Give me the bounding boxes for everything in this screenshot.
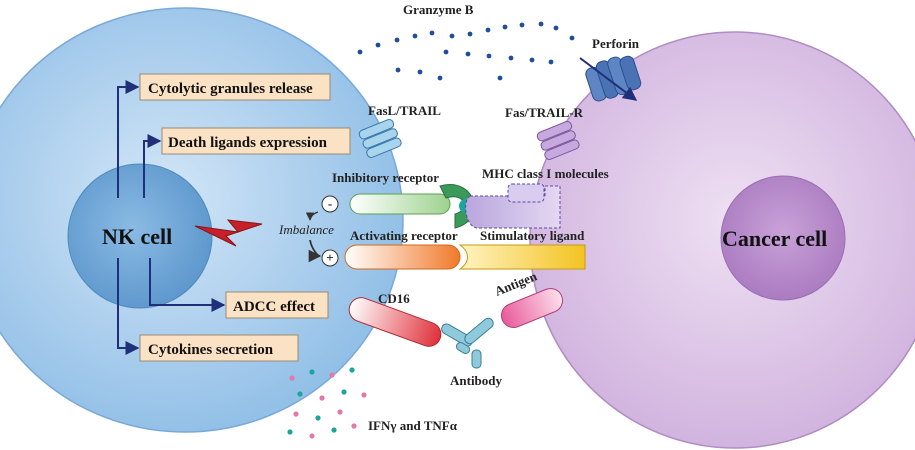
lightning-bolt-icon <box>194 219 263 247</box>
granzyme-b-label: Granzyme B <box>403 2 474 17</box>
fas-trail-r-label: Fas/TRAIL-R <box>505 105 584 120</box>
imbalance-arrow-up <box>305 211 319 221</box>
granzyme-dot <box>437 75 443 81</box>
antibody-label: Antibody <box>450 373 503 388</box>
granzyme-dot <box>502 24 508 30</box>
fasl-trail-label: FasL/TRAIL <box>368 103 441 118</box>
imbalance-arrow-down <box>308 239 322 263</box>
cytokines-label: Cytokines secretion <box>148 342 274 358</box>
granzyme-dot <box>497 75 503 81</box>
antigen-shape <box>500 288 564 328</box>
inhibitory-receptor-shape <box>349 193 451 215</box>
granzyme-dot <box>394 37 400 43</box>
granzyme-dot <box>429 30 435 36</box>
granzyme-dot <box>519 22 525 28</box>
function-box-cytolytic: Cytolytic granules release <box>139 73 331 101</box>
plus-sign: + <box>321 249 339 267</box>
granzyme-dot <box>357 49 363 55</box>
granzyme-dot <box>485 27 491 33</box>
granzyme-dot <box>449 33 455 39</box>
nk-cell-label: NK cell <box>102 224 172 249</box>
cd16-receptor-shape <box>348 297 442 347</box>
granzyme-b-dots <box>357 21 575 81</box>
cytokine-dot <box>289 375 295 381</box>
antigen-label: Antigen <box>493 268 540 299</box>
cytokine-dot <box>349 367 355 373</box>
granzyme-dot <box>548 59 554 65</box>
cytokine-dot <box>361 392 367 398</box>
cytokine-dots <box>287 367 367 439</box>
cytokine-dot <box>331 427 337 433</box>
granzyme-dot <box>417 69 423 75</box>
svg-text:+: + <box>326 250 333 265</box>
granzyme-dot <box>395 67 401 73</box>
cytokine-dot <box>329 372 335 378</box>
stimulatory-ligand-label: Stimulatory ligand <box>480 228 585 243</box>
cancer-cell-nucleus <box>720 175 846 301</box>
fasl-trail-icon <box>358 118 402 158</box>
minus-sign: - <box>321 195 339 213</box>
granzyme-dot <box>529 57 535 63</box>
cytokine-dot <box>309 433 315 439</box>
inhibitory-receptor-cup <box>439 184 475 229</box>
stimulatory-ligand-shape <box>458 244 586 270</box>
function-box-cytokines: Cytokines secretion <box>139 334 299 362</box>
granzyme-dot <box>508 55 514 61</box>
granzyme-dot <box>465 51 471 57</box>
activating-receptor-label: Activating receptor <box>350 228 458 243</box>
nk-cell-nucleus <box>67 163 213 309</box>
perforin-label: Perforin <box>592 36 640 51</box>
granzyme-dot <box>375 42 381 48</box>
cytokine-dot <box>287 429 293 435</box>
inhibitory-receptor-label: Inhibitory receptor <box>332 170 439 185</box>
granzyme-dot <box>467 31 473 37</box>
cytokine-dot <box>297 391 303 397</box>
ifn-tnf-label: IFNγ and TNFα <box>368 418 458 433</box>
mhc-class-i-label: MHC class I molecules <box>482 166 609 181</box>
cancer-cell-label: Cancer cell <box>722 226 827 251</box>
cytokine-dot <box>293 411 299 417</box>
cytokine-dot <box>315 415 321 421</box>
function-box-death-ligands: Death ligands expression <box>161 127 351 155</box>
perforin-arrow <box>579 57 638 101</box>
fas-trail-r-icon <box>536 120 580 160</box>
granzyme-dot <box>412 33 418 39</box>
granzyme-dot <box>538 21 544 27</box>
function-arrows <box>117 80 226 355</box>
cytokine-dot <box>351 423 357 429</box>
antibody-icon <box>441 317 494 369</box>
function-box-adcc: ADCC effect <box>225 291 329 319</box>
cytokine-dot <box>341 389 347 395</box>
imbalance-label: Imbalance <box>278 222 334 237</box>
cytokine-dot <box>309 369 315 375</box>
svg-text:-: - <box>328 196 332 211</box>
death-ligands-label: Death ligands expression <box>168 135 328 151</box>
cd16-label: CD16 <box>378 291 410 306</box>
granzyme-dot <box>443 49 449 55</box>
cytolytic-label: Cytolytic granules release <box>148 81 313 97</box>
adcc-label: ADCC effect <box>233 299 315 315</box>
cytokine-dot <box>337 409 343 415</box>
granzyme-dot <box>486 53 492 59</box>
mhc-class-i-domain <box>507 183 545 203</box>
granzyme-dot <box>553 25 559 31</box>
granzyme-dot <box>569 35 575 41</box>
activating-receptor-shape <box>344 244 461 270</box>
cytokine-dot <box>319 395 325 401</box>
